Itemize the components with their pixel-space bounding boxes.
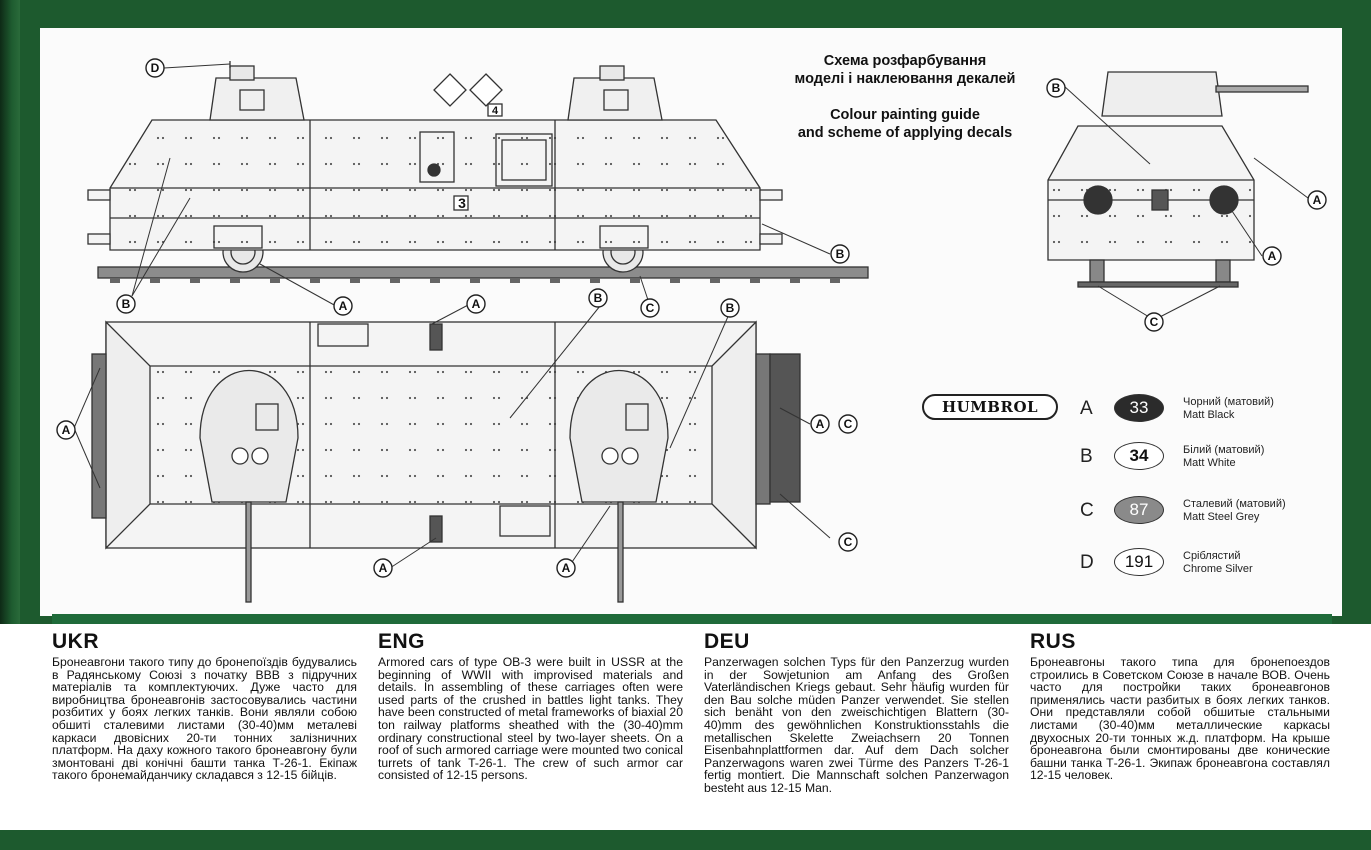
section-eng: ENG Armored cars of type OB-3 were built… bbox=[378, 630, 683, 782]
section-ukr: UKR Бронеавгони такого типу до бронепоїз… bbox=[52, 630, 357, 782]
marker-a bbox=[1262, 246, 1282, 266]
legend-name-ua: Сталевий (матовий) bbox=[1183, 498, 1286, 510]
legend-name-en: Matt Black bbox=[1183, 409, 1235, 421]
legend-row: B 34 Білий (матовий) Matt White bbox=[1080, 442, 1310, 476]
marker-a bbox=[373, 558, 393, 578]
marker-b bbox=[830, 244, 850, 264]
legend-letter: C bbox=[1080, 500, 1094, 521]
legend-letter: B bbox=[1080, 446, 1093, 467]
marker-label: A bbox=[816, 417, 825, 431]
section-heading: UKR bbox=[52, 630, 99, 653]
marker-a bbox=[810, 414, 830, 434]
decal-diamond bbox=[433, 73, 467, 107]
marker-a bbox=[56, 420, 76, 440]
decal-number-3: 3 bbox=[458, 195, 466, 211]
section-heading: RUS bbox=[1030, 630, 1076, 653]
markers bbox=[56, 58, 1327, 578]
leader-lines bbox=[73, 63, 1309, 569]
legend-name-ua: Чорний (матовий) bbox=[1183, 396, 1274, 408]
marker-label: B bbox=[836, 247, 845, 261]
marker-a bbox=[333, 296, 353, 316]
decal-diamond bbox=[469, 73, 503, 107]
paint-swatch: 34 bbox=[1114, 442, 1164, 470]
turret-front bbox=[1101, 71, 1223, 117]
turret-top bbox=[569, 370, 669, 503]
legend-letter: D bbox=[1080, 552, 1094, 573]
marker-c bbox=[1144, 312, 1164, 332]
marker-a bbox=[1307, 190, 1327, 210]
marker-label: B bbox=[1052, 81, 1061, 95]
title-ukr-line1: Схема розфарбування bbox=[823, 53, 987, 69]
marker-d bbox=[145, 58, 165, 78]
front-view bbox=[1047, 71, 1309, 288]
bottom-band bbox=[0, 830, 1371, 850]
marker-label: A bbox=[472, 297, 481, 311]
legend-name-ua: Сріблястий bbox=[1183, 550, 1241, 562]
marker-label: D bbox=[151, 61, 160, 75]
side-view bbox=[87, 61, 869, 283]
legend-name-ua: Білий (матовий) bbox=[1183, 444, 1265, 456]
marker-c bbox=[838, 414, 858, 434]
top-view bbox=[91, 320, 801, 603]
section-rus: RUS Бронеавгоны такого типа для бронепое… bbox=[1030, 630, 1330, 782]
section-text: Бронеавгони такого типу до бронепоїздів … bbox=[52, 655, 357, 783]
title-ukr-line2: моделі і наклеювання декалей bbox=[794, 71, 1016, 87]
humbrol-logo: HUMBROL bbox=[922, 394, 1058, 420]
marker-label: A bbox=[379, 561, 388, 575]
legend-row: A 33 Чорний (матовий) Matt Black bbox=[1080, 394, 1310, 428]
turret-top bbox=[199, 370, 299, 503]
marker-c bbox=[640, 298, 660, 318]
marker-label: A bbox=[1313, 193, 1322, 207]
title-eng-line2: and scheme of applying decals bbox=[797, 125, 1013, 141]
marker-label: C bbox=[646, 301, 655, 315]
legend-name-en: Matt Steel Grey bbox=[1183, 511, 1260, 523]
section-text: Бронеавгоны такого типа для бронепоездов… bbox=[1030, 655, 1330, 783]
marker-a bbox=[556, 558, 576, 578]
description-area bbox=[0, 624, 1371, 850]
legend-name-en: Chrome Silver bbox=[1183, 563, 1253, 575]
marker-label: A bbox=[1268, 249, 1277, 263]
turret bbox=[209, 77, 305, 121]
section-divider bbox=[52, 614, 1332, 624]
side-door bbox=[495, 133, 553, 187]
marker-label: A bbox=[339, 299, 348, 313]
section-deu: DEU Panzerwagen solchen Typs für den Pan… bbox=[704, 630, 1009, 795]
section-heading: ENG bbox=[378, 630, 426, 653]
legend-row: D 191 Сріблястий Chrome Silver bbox=[1080, 548, 1310, 582]
marker-a bbox=[466, 294, 486, 314]
marker-b bbox=[588, 288, 608, 308]
marker-label: C bbox=[1150, 315, 1159, 329]
marker-label: C bbox=[844, 535, 853, 549]
marker-label: B bbox=[594, 291, 603, 305]
legend-row: C 87 Сталевий (матовий) Matt Steel Grey bbox=[1080, 496, 1310, 530]
legend-name-en: Matt White bbox=[1183, 457, 1236, 469]
paint-swatch: 191 bbox=[1114, 548, 1164, 576]
page-title: Схема розфарбування моделі і наклеювання… bbox=[760, 52, 1050, 142]
marker-b bbox=[1046, 78, 1066, 98]
section-text: Panzerwagen solchen Typs für den Panzerz… bbox=[704, 655, 1009, 795]
marker-label: A bbox=[62, 423, 71, 437]
marker-label: C bbox=[844, 417, 853, 431]
marker-b bbox=[720, 298, 740, 318]
paint-swatch: 87 bbox=[1114, 496, 1164, 524]
marker-label: B bbox=[726, 301, 735, 315]
turret bbox=[567, 77, 663, 121]
paint-swatch: 33 bbox=[1114, 394, 1164, 422]
legend-letter: A bbox=[1080, 398, 1093, 419]
technical-drawing: D B A B C A B B A A C C A A B A A C 3 4 bbox=[56, 58, 1327, 603]
decal-number-4: 4 bbox=[492, 105, 499, 117]
marker-b bbox=[116, 294, 136, 314]
marker-label: B bbox=[122, 297, 131, 311]
section-text: Armored cars of type OB-3 were built in … bbox=[378, 655, 683, 783]
marker-c bbox=[838, 532, 858, 552]
rail bbox=[97, 266, 869, 279]
section-heading: DEU bbox=[704, 630, 750, 653]
title-eng-line1: Colour painting guide bbox=[830, 107, 980, 123]
marker-label: A bbox=[562, 561, 571, 575]
